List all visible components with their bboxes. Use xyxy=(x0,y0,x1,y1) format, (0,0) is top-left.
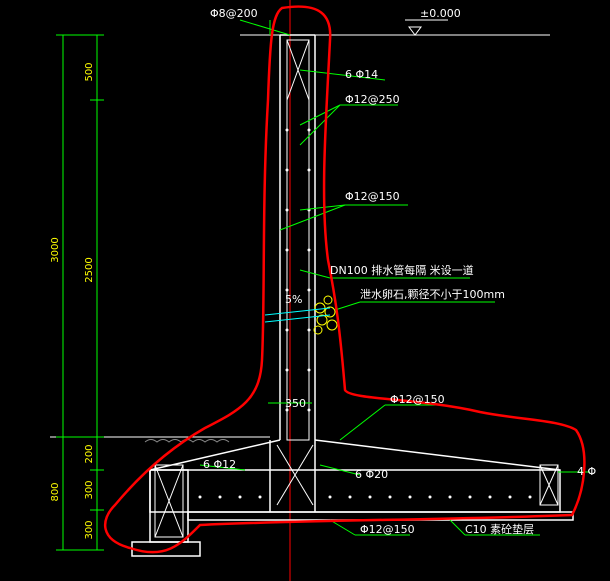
label-heel-rebar: Φ12@150 xyxy=(390,393,445,406)
label-base-bars: 6 Φ20 xyxy=(355,468,388,481)
dim-base-300a: 300 xyxy=(84,480,95,499)
label-slope: 5% xyxy=(285,293,302,306)
label-bedding: C10 素砼垫层 xyxy=(465,522,534,536)
drain-pipe xyxy=(264,307,331,323)
label-heel-end-bars: 4 Φ xyxy=(577,465,596,478)
dimension-lines xyxy=(56,20,271,551)
dim-upper-segment: 500 xyxy=(84,62,95,81)
label-elevation: ±0.000 xyxy=(420,7,461,20)
label-wall-thickness: 350 xyxy=(285,397,306,410)
label-top-rebar: Φ8@200 xyxy=(210,7,258,20)
dim-base-300b: 300 xyxy=(84,520,95,539)
dim-middle-segment: 2500 xyxy=(84,257,95,282)
dim-base-height: 800 xyxy=(50,482,61,501)
label-wall-vert-2: Φ12@150 xyxy=(345,190,400,203)
dim-total-height: 3000 xyxy=(50,237,61,262)
wall-rebar xyxy=(154,39,559,538)
label-corner-bars: 6 Φ14 xyxy=(345,68,378,81)
dim-base-200: 200 xyxy=(84,444,95,463)
markup-outline xyxy=(103,5,586,554)
rebar-dots xyxy=(198,128,532,499)
elevation-marker-icon xyxy=(408,26,422,36)
gravel-fill xyxy=(313,295,338,335)
label-gravel: 泄水卵石,颗径不小于100mm xyxy=(360,288,505,301)
label-toe-bars: 6 Φ12 xyxy=(203,458,236,471)
wall-outline xyxy=(131,34,574,557)
label-drain-pipe: DN100 排水管每隔 米设一道 xyxy=(330,263,474,277)
label-base-bottom-rebar: Φ12@150 xyxy=(360,523,415,536)
label-wall-vert-1: Φ12@250 xyxy=(345,93,400,106)
